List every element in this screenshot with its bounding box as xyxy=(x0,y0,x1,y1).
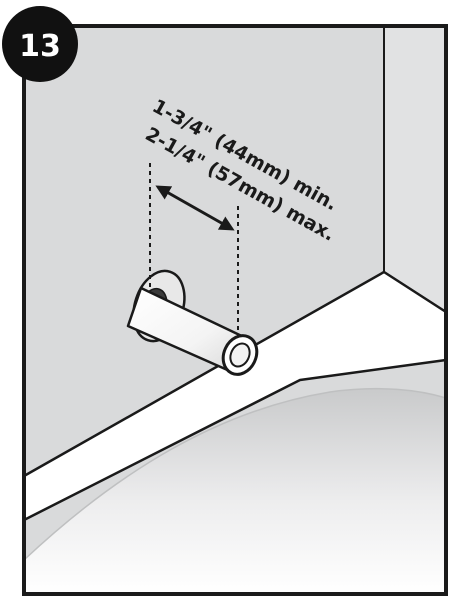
dimension-arrow xyxy=(155,185,235,231)
tub-basin xyxy=(24,388,446,594)
step-number: 13 xyxy=(19,29,61,64)
diagram-frame xyxy=(22,24,448,596)
step-badge xyxy=(2,6,78,82)
tub-basin-edge xyxy=(23,387,447,561)
side-wall xyxy=(383,25,447,314)
pipe-end-bore xyxy=(229,342,251,368)
